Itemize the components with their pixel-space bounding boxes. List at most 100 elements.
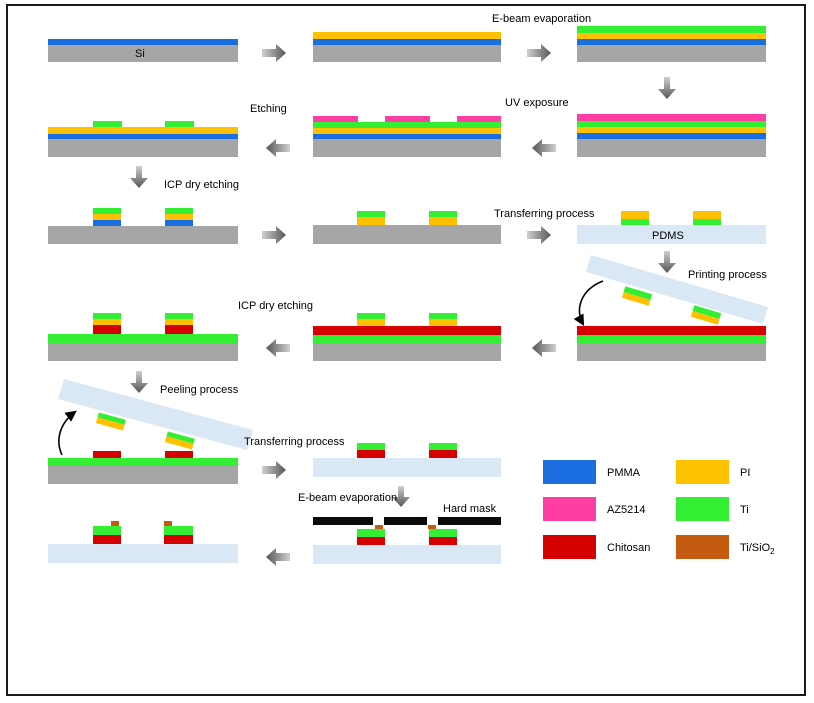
pi-layer: [577, 127, 766, 133]
ti-pattern: [693, 219, 721, 225]
ti-sio2-pad: [428, 525, 436, 529]
arrow-left-icon: [266, 548, 290, 566]
legend-item-pi: PI: [676, 460, 750, 484]
chitosan-pattern: [93, 535, 121, 544]
curved-arrow-icon: [58, 410, 77, 456]
si-substrate: [313, 225, 501, 244]
ti-pattern: [621, 219, 649, 225]
ti-pattern: [93, 313, 121, 319]
pi-pattern: [357, 217, 385, 225]
ebeam-evaporation-label: E-beam evaporation: [492, 13, 591, 25]
chitosan-pattern: [429, 450, 457, 458]
legend-item-ti: Ti: [676, 497, 749, 521]
tilted-chip: [164, 431, 195, 450]
legend-item-chitosan: Chitosan: [543, 535, 650, 559]
pi-pattern: [429, 217, 457, 225]
hard-mask: [384, 517, 427, 525]
arrow-right-icon: [527, 44, 551, 62]
arrow-left-icon: [266, 139, 290, 157]
pi-pattern: [93, 214, 121, 220]
si-substrate: [577, 343, 766, 361]
icp-dry-etching-label: ICP dry etching: [164, 179, 239, 191]
arrow-left-icon: [266, 339, 290, 357]
arrow-right-icon: [262, 226, 286, 244]
ti-pattern: [165, 121, 194, 127]
step-9-pdms-pickup: PDMS: [577, 211, 766, 244]
pmma-pattern: [93, 220, 121, 226]
step-4-az5214-coat: [577, 114, 766, 157]
step-12-icp-etched: [48, 313, 238, 361]
peeling-process-label: Peeling process: [160, 384, 239, 396]
legend-label: AZ5214: [607, 504, 646, 516]
step-3-ti-deposit: [577, 26, 766, 62]
ti-layer: [313, 122, 501, 128]
arrow-left-icon: [532, 139, 556, 157]
chitosan-pattern: [93, 451, 121, 458]
etching-label: Etching: [250, 103, 287, 115]
ti-pattern: [429, 529, 457, 537]
pmma-layer: [48, 134, 238, 139]
hard-mask: [313, 517, 373, 525]
ti-pattern: [357, 529, 385, 537]
legend-label: PI: [740, 467, 750, 479]
step-16-final-device: [48, 521, 238, 563]
arrow-down-icon: [658, 77, 676, 99]
pdms-label: PDMS: [652, 230, 684, 242]
chitosan-layer: [313, 326, 501, 335]
ti-pattern: [429, 211, 457, 217]
az5214-pattern: [385, 116, 430, 122]
step-2-pi-coat: [313, 32, 501, 62]
legend-item-az5214: AZ5214: [543, 497, 646, 521]
ti-sio2-pad: [111, 521, 119, 526]
legend-label: Chitosan: [607, 542, 650, 554]
pmma-layer: [48, 39, 238, 45]
legend-swatch: [676, 460, 729, 484]
ti-layer: [48, 334, 238, 343]
si-substrate: [313, 139, 501, 157]
chitosan-layer: [577, 326, 766, 335]
arrow-down-icon: [658, 251, 676, 273]
legend-item-pmma: PMMA: [543, 460, 641, 484]
step-7-icp-etched: [48, 208, 238, 244]
transferring-process-label-2: Transferring process: [244, 436, 345, 448]
pi-pattern: [429, 319, 457, 326]
legend-label: Ti/SiO2: [740, 542, 775, 556]
pi-layer: [577, 33, 766, 39]
pi-pattern: [93, 319, 121, 325]
legend: PMMA PI AZ5214 Ti Chitosan Ti/SiO2: [543, 460, 775, 559]
legend-swatch: [543, 460, 596, 484]
pi-pattern: [621, 211, 649, 219]
ti-pattern: [357, 211, 385, 217]
si-substrate: [48, 466, 238, 484]
transferring-process-label: Transferring process: [494, 208, 595, 220]
ti-layer: [577, 121, 766, 127]
ti-pattern: [429, 313, 457, 319]
printing-process-label: Printing process: [688, 269, 767, 281]
step-11-printed: [313, 313, 501, 361]
chitosan-pattern: [165, 451, 193, 458]
ti-pattern: [429, 443, 457, 450]
pi-layer: [48, 127, 238, 134]
ti-layer: [48, 458, 238, 466]
step-14-transferred: [313, 443, 501, 477]
chitosan-pattern: [164, 535, 193, 544]
arrow-right-icon: [527, 226, 551, 244]
chitosan-pattern: [93, 325, 121, 334]
step-15-hard-mask: [313, 517, 501, 564]
si-substrate: [48, 139, 238, 157]
si-substrate: [577, 139, 766, 157]
si-substrate: [313, 343, 501, 361]
step-8-pmma-removed: [313, 211, 501, 244]
pmma-layer: [577, 133, 766, 139]
arrow-left-icon: [532, 339, 556, 357]
figure-frame: [6, 4, 806, 696]
pmma-layer: [577, 39, 766, 45]
ebeam-evaporation-label-2: E-beam evaporation: [298, 492, 397, 504]
pi-pattern: [165, 214, 193, 220]
pmma-pattern: [165, 220, 193, 226]
pdms-stamp: [313, 458, 501, 477]
si-substrate: [48, 45, 238, 62]
chitosan-pattern: [429, 537, 457, 545]
legend-item-ti-sio2: Ti/SiO2: [676, 535, 775, 559]
pdms-stamp-tilted: [586, 255, 768, 324]
